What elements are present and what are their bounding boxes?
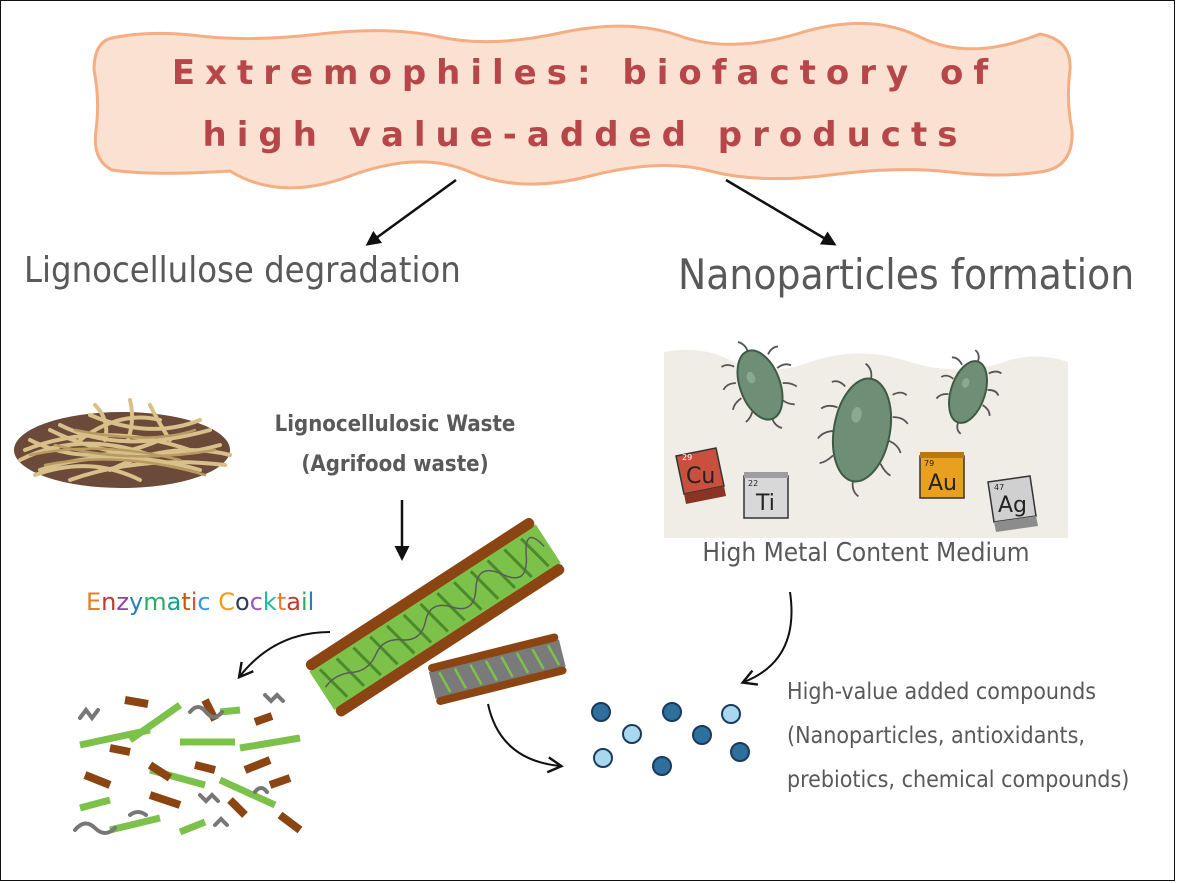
arrow-medium-to-products xyxy=(740,591,793,686)
bacterium-icon xyxy=(935,349,1002,435)
arrow-fiber-to-products xyxy=(487,703,564,774)
enzymatic-cocktail-letter: l xyxy=(307,588,315,616)
arrow-to-nanoparticles xyxy=(725,178,837,246)
enzymatic-cocktail-letter: n xyxy=(101,588,117,616)
products-line-2: (Nanoparticles, antioxidants, xyxy=(787,723,1085,749)
enzymatic-cocktail-letter: z xyxy=(116,588,129,616)
element-tile-cu: 29 Cu xyxy=(675,447,726,504)
svg-text:Ti: Ti xyxy=(755,491,775,516)
metal-medium-label: High Metal Content Medium xyxy=(702,538,1030,568)
enzymatic-cocktail-letter: t xyxy=(181,588,191,616)
svg-text:Cu: Cu xyxy=(686,464,715,489)
bacterium-icon xyxy=(720,341,798,429)
figure-title: Extremophiles: biofactory of high value-… xyxy=(100,42,1070,166)
enzymatic-cocktail-letter: k xyxy=(262,588,277,616)
enzymatic-cocktail-letter: C xyxy=(218,588,236,616)
enzymatic-cocktail-letter: c xyxy=(249,588,263,616)
branch-nanoparticles-heading: Nanoparticles formation xyxy=(678,250,1135,299)
branch-lignocellulose-heading: Lignocellulose degradation xyxy=(24,250,461,291)
enzymatic-cocktail-letter: c xyxy=(197,588,211,616)
enzymatic-cocktail-letter: t xyxy=(276,588,287,616)
products-line-3: prebiotics, chemical compounds) xyxy=(787,767,1130,793)
title-banner xyxy=(92,21,1074,190)
svg-text:29: 29 xyxy=(682,453,692,462)
svg-text:22: 22 xyxy=(748,479,758,488)
element-tile-ag: 47 Ag xyxy=(987,475,1038,532)
svg-text:Ag: Ag xyxy=(998,493,1027,518)
enzymatic-cocktail-label: Enzymatic Cocktail xyxy=(86,588,314,616)
enzymatic-cocktail-letter: E xyxy=(86,588,102,616)
enzymatic-cocktail-letter xyxy=(211,588,219,616)
nanoparticles-dots xyxy=(591,702,750,776)
straw-pile-illustration xyxy=(14,398,232,488)
enzymatic-cocktail-letter: a xyxy=(286,588,301,616)
lignocellulose-fiber-bundle xyxy=(305,517,567,717)
enzymatic-cocktail-letter: i xyxy=(300,588,308,616)
bacterium-icon xyxy=(817,362,909,498)
enzymatic-cocktail-letter: m xyxy=(143,588,167,616)
element-tile-au: 79 Au xyxy=(919,452,965,499)
element-tile-ti: 22 Ti xyxy=(743,472,789,519)
enzymatic-cocktail-letter: y xyxy=(129,588,144,616)
lignocellulosic-waste-label: Lignocellulosic Waste (Agrifood waste) xyxy=(250,405,540,485)
enzymatic-cocktail-letter: i xyxy=(190,588,198,616)
arrow-enzyme-to-fragments xyxy=(237,631,331,680)
degraded-fragments-illustration xyxy=(73,692,303,836)
svg-text:79: 79 xyxy=(924,459,934,468)
products-line-1: High-value added compounds xyxy=(787,679,1097,705)
enzymatic-cocktail-letter: o xyxy=(235,588,250,616)
enzymatic-cocktail-letter: a xyxy=(166,588,182,616)
arrow-to-lignocellulose xyxy=(365,178,457,246)
svg-text:Au: Au xyxy=(928,471,957,496)
waste-label-line-1: Lignocellulosic Waste xyxy=(274,412,516,437)
waste-label-line-2: (Agrifood waste) xyxy=(301,452,489,477)
title-line-1: Extremophiles: biofactory of xyxy=(171,53,999,93)
products-label: High-value added compounds (Nanoparticle… xyxy=(787,670,1129,802)
svg-text:47: 47 xyxy=(994,483,1004,492)
title-line-2: high value-added products xyxy=(202,115,968,155)
